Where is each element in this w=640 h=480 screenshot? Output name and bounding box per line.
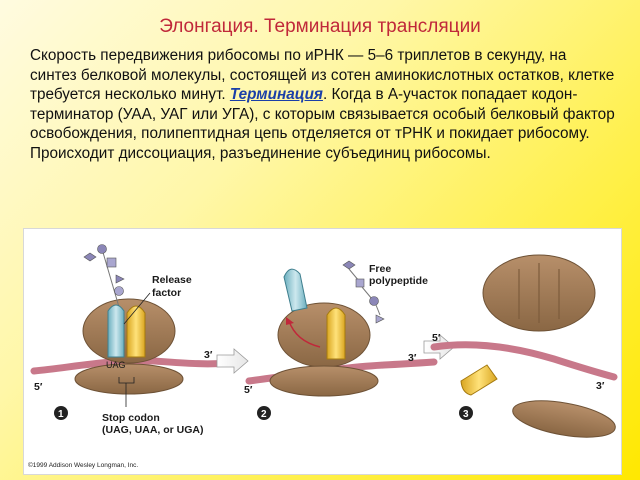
release-factor-2 bbox=[283, 268, 308, 312]
step-number-3: 3 bbox=[463, 409, 469, 420]
process-arrow-1 bbox=[216, 348, 249, 374]
step-number-2: 2 bbox=[261, 409, 267, 420]
three-prime-label-3: 3′ bbox=[596, 380, 605, 392]
release-factor-label-1: Release bbox=[152, 274, 192, 286]
release-arrow-2 bbox=[288, 320, 321, 348]
step-number-1: 1 bbox=[58, 409, 64, 420]
ribosome-small-subunit-2 bbox=[269, 365, 379, 397]
term-link[interactable]: Терминация bbox=[229, 86, 323, 103]
three-prime-label-2: 3′ bbox=[408, 352, 417, 364]
step-marker-2 bbox=[257, 406, 271, 420]
five-prime-label-1: 5′ bbox=[34, 381, 43, 393]
panel-1: UAG Release factor 3′ 5′ Stop codon (UAG… bbox=[30, 244, 233, 436]
mrna-strand-3 bbox=[430, 341, 618, 381]
ribosome-small-subunit-1 bbox=[74, 363, 184, 395]
release-factor-label-2: factor bbox=[152, 287, 181, 299]
release-factor-1 bbox=[107, 304, 125, 358]
free-polypeptide-label-2: polypeptide bbox=[369, 275, 428, 287]
step-marker-1 bbox=[54, 406, 68, 420]
ribosome-small-subunit-3 bbox=[512, 400, 616, 438]
codon-text-1: UAG bbox=[106, 360, 126, 370]
termination-figure: UAG Release factor 3′ 5′ Stop codon (UAG… bbox=[23, 228, 622, 475]
panel-2: Free polypeptide 3′ 5′ 2 bbox=[244, 260, 438, 420]
trna-p-site-1 bbox=[126, 305, 146, 358]
step-marker-3 bbox=[459, 406, 473, 420]
ribosome-large-subunit-2 bbox=[277, 302, 371, 368]
trna-p-site-2 bbox=[326, 307, 346, 360]
polypeptide-chain-1 bbox=[83, 244, 125, 308]
panel-3: 5′ 3′ 3 bbox=[430, 254, 618, 438]
five-prime-label-3: 5′ bbox=[432, 332, 441, 344]
stop-codon-label-2: (UAG, UAA, or UGA) bbox=[102, 424, 204, 436]
five-prime-label-2: 5′ bbox=[244, 384, 253, 396]
figure-drawing: UAG Release factor 3′ 5′ Stop codon (UAG… bbox=[28, 244, 618, 469]
mrna-strand-1 bbox=[30, 357, 233, 375]
para-part2: . Когда в А-участок попадает кодон-терми… bbox=[30, 86, 615, 162]
trna-released-3 bbox=[460, 364, 498, 396]
free-polypeptide-2 bbox=[342, 260, 385, 324]
three-prime-label-1: 3′ bbox=[204, 349, 213, 361]
slide-title: Элонгация. Терминация трансляции bbox=[159, 16, 481, 37]
stop-codon-label-1: Stop codon bbox=[102, 412, 160, 424]
body-paragraph: Скорость передвижения рибосомы по иРНК —… bbox=[30, 46, 615, 163]
copyright-text: ©1999 Addison Wesley Longman, Inc. bbox=[28, 461, 138, 469]
para-part1: Скорость передвижения рибосомы по иРНК —… bbox=[30, 47, 615, 103]
free-polypeptide-label-1: Free bbox=[369, 263, 391, 275]
